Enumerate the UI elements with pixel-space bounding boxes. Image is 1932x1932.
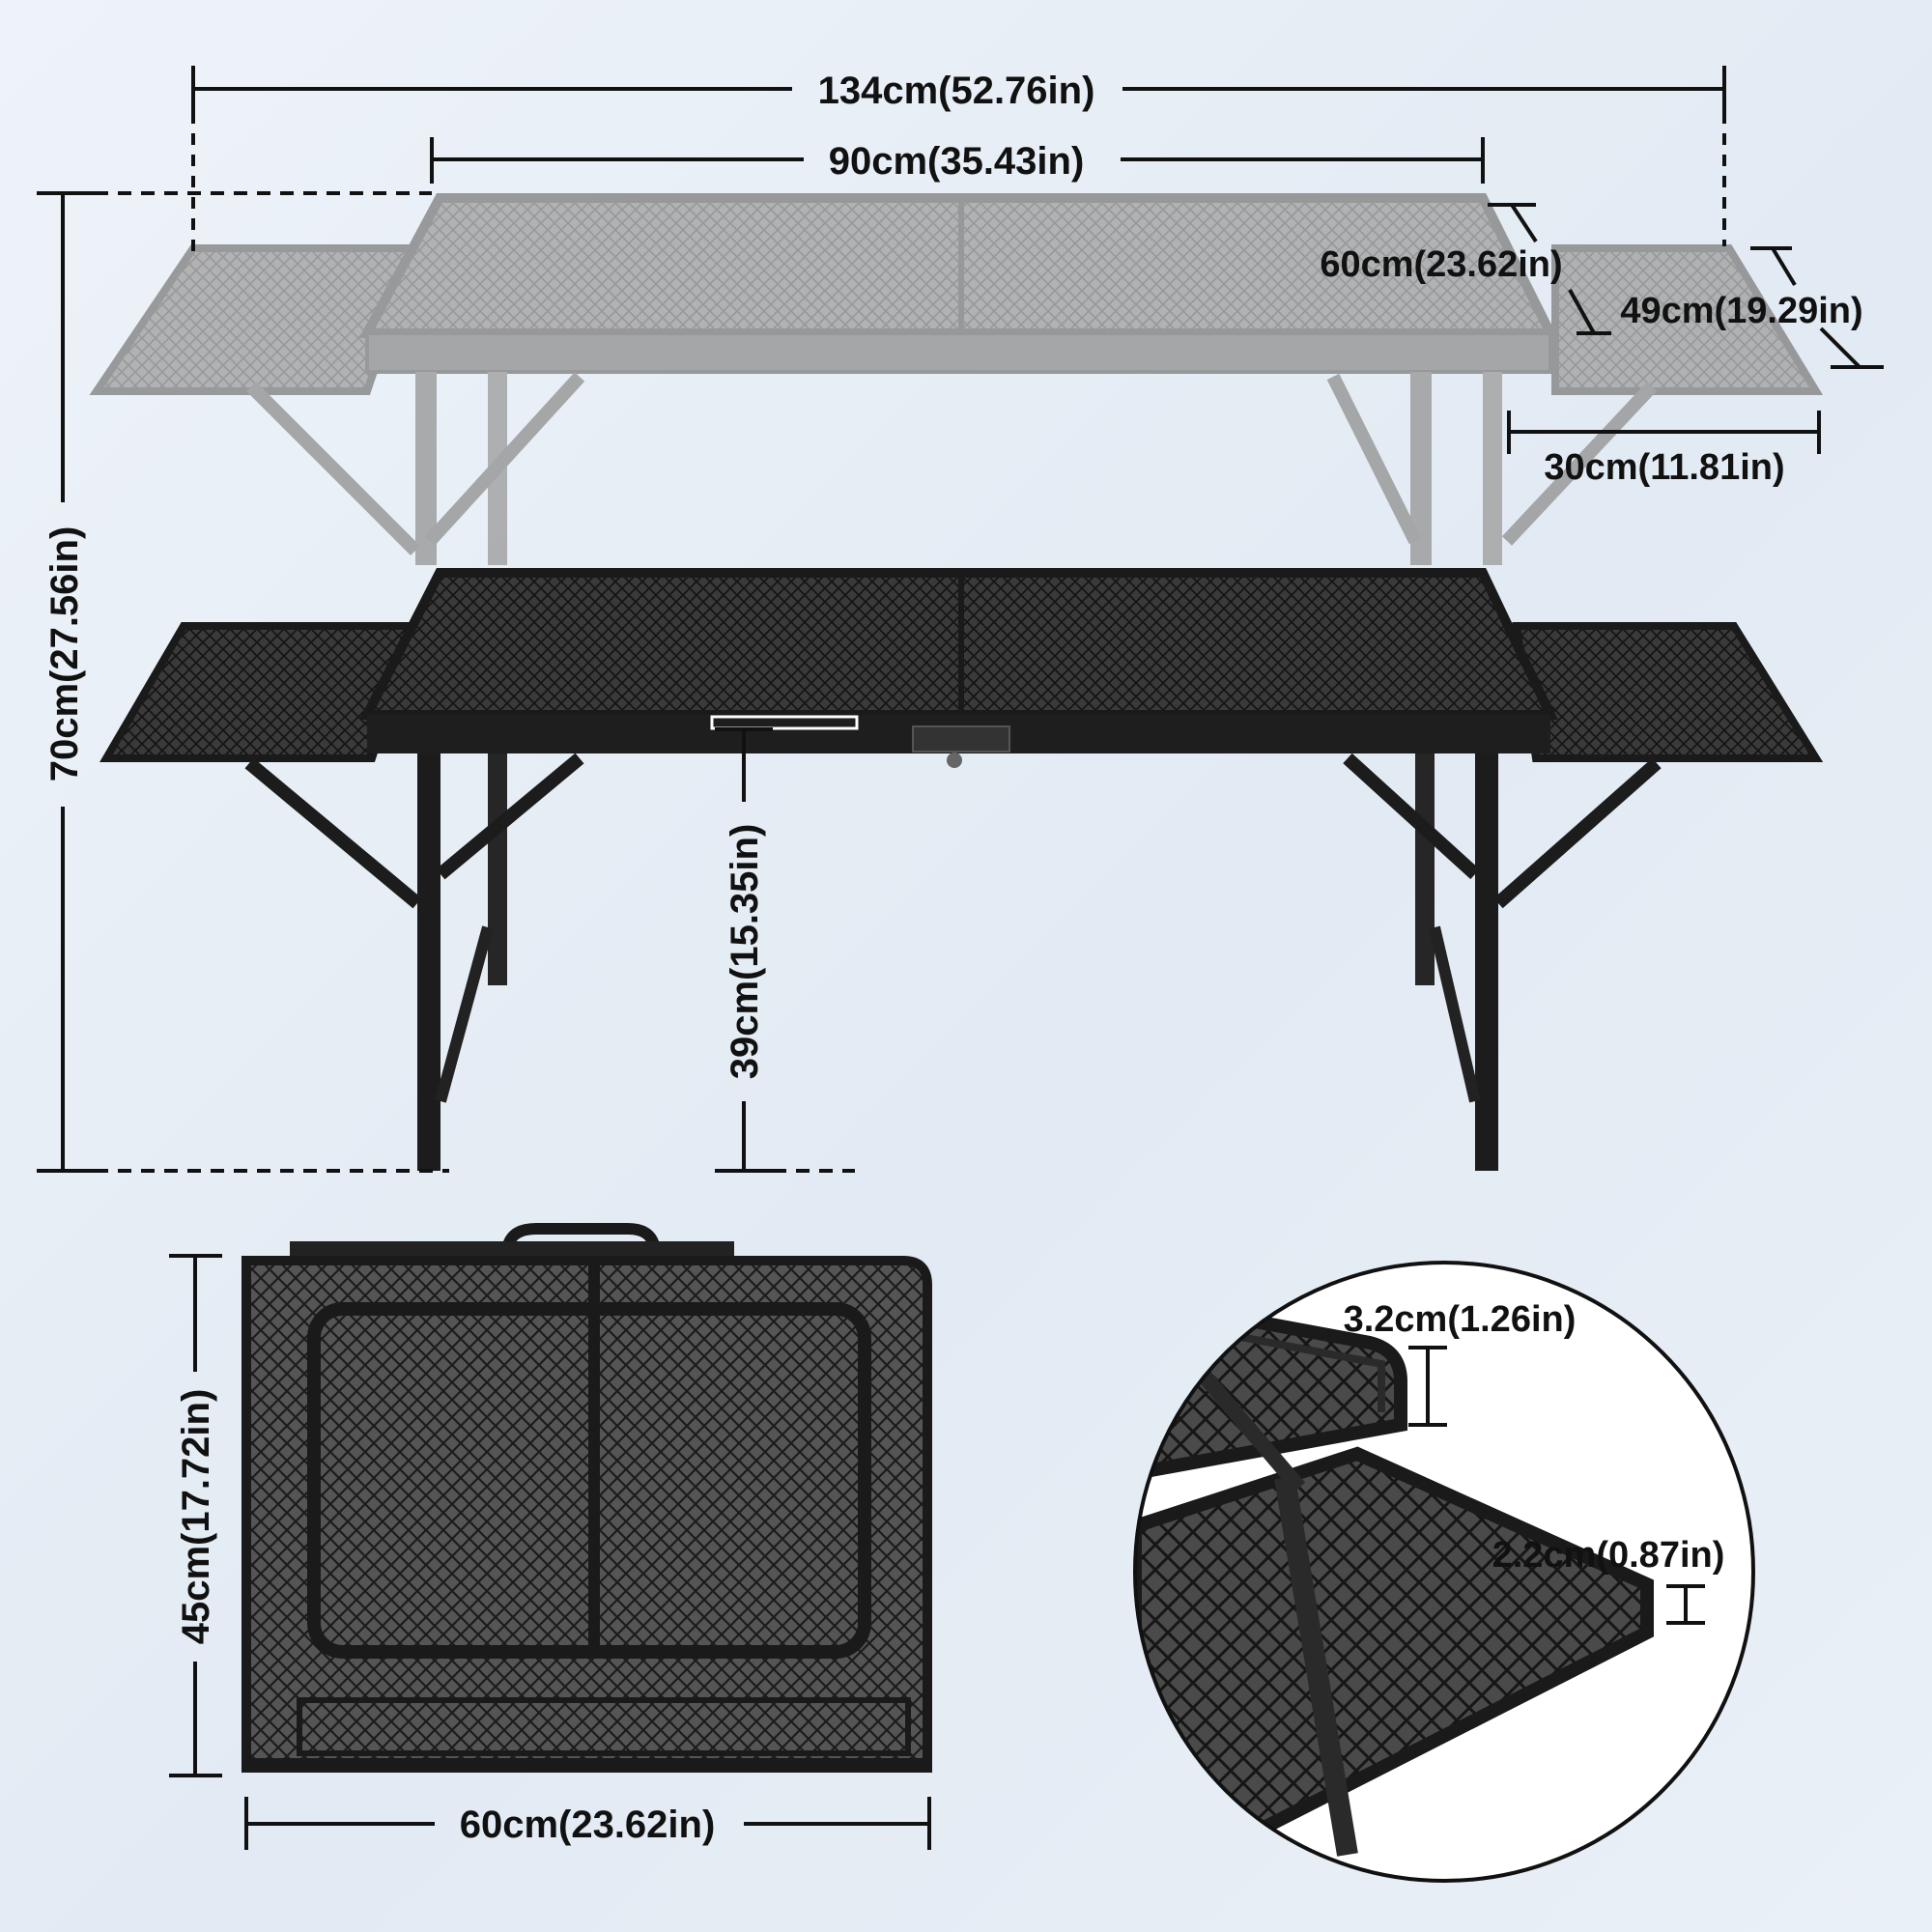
ghost-right-shelf xyxy=(1551,244,1824,395)
edge-thickness-detail xyxy=(1133,1261,1755,1883)
handle-slot xyxy=(710,715,859,730)
label-folded-width: 60cm(23.62in) xyxy=(460,1804,716,1846)
folded-carry-case xyxy=(242,1223,932,1773)
front-left-leg xyxy=(417,753,440,1171)
label-table-depth: 60cm(23.62in) xyxy=(1320,244,1562,285)
black-left-shelf xyxy=(99,622,421,762)
label-side-shelf-depth: 49cm(19.29in) xyxy=(1620,291,1862,331)
black-right-shelf xyxy=(1512,622,1824,762)
detail-dimension-lines xyxy=(1408,1346,1705,1625)
label-low-height: 39cm(15.35in) xyxy=(724,824,766,1080)
label-shelf-thickness: 2.2cm(0.87in) xyxy=(1492,1535,1725,1576)
label-table-top-width: 90cm(35.43in) xyxy=(829,140,1085,183)
ghost-left-shelf xyxy=(89,244,421,395)
front-right-leg xyxy=(1475,753,1498,1171)
label-side-shelf-width: 30cm(11.81in) xyxy=(1544,447,1784,488)
label-total-width: 134cm(52.76in) xyxy=(818,70,1095,112)
label-top-thickness: 3.2cm(1.26in) xyxy=(1344,1299,1577,1340)
label-max-height: 70cm(27.56in) xyxy=(43,526,86,782)
carry-handle xyxy=(501,1223,661,1255)
label-folded-height: 45cm(17.72in) xyxy=(175,1389,217,1645)
dimension-lines xyxy=(37,66,1884,1173)
ghost-raised-table xyxy=(89,193,1824,565)
black-lowered-table xyxy=(99,568,1824,1171)
ghost-front-frame xyxy=(365,331,1552,374)
folded-dimension-lines xyxy=(169,1254,931,1850)
